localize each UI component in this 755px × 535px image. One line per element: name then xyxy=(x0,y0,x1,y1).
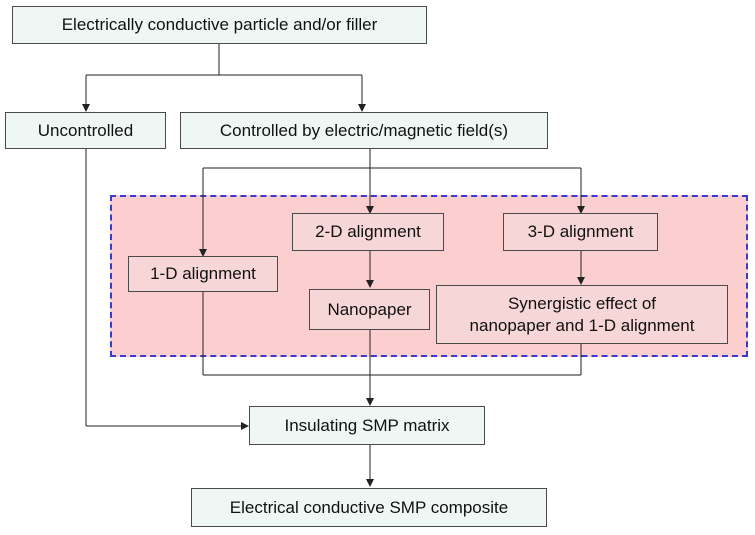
node-3d-alignment: 3-D alignment xyxy=(503,213,658,251)
node-controlled-by-field: Controlled by electric/magnetic field(s) xyxy=(180,112,548,149)
node-1d-alignment: 1-D alignment xyxy=(128,256,278,292)
node-nanopaper: Nanopaper xyxy=(309,289,430,330)
node-synergistic-effect: Synergistic effect of nanopaper and 1-D … xyxy=(436,285,728,344)
node-conductive-smp-composite: Electrical conductive SMP composite xyxy=(191,488,547,527)
synergistic-line-1: Synergistic effect of xyxy=(507,294,657,314)
node-uncontrolled: Uncontrolled xyxy=(5,112,166,149)
node-2d-alignment: 2-D alignment xyxy=(292,213,444,251)
node-insulating-smp-matrix: Insulating SMP matrix xyxy=(249,406,485,445)
synergistic-line-2: nanopaper and 1-D alignment xyxy=(469,315,695,335)
node-conductive-particle: Electrically conductive particle and/or … xyxy=(12,6,427,44)
